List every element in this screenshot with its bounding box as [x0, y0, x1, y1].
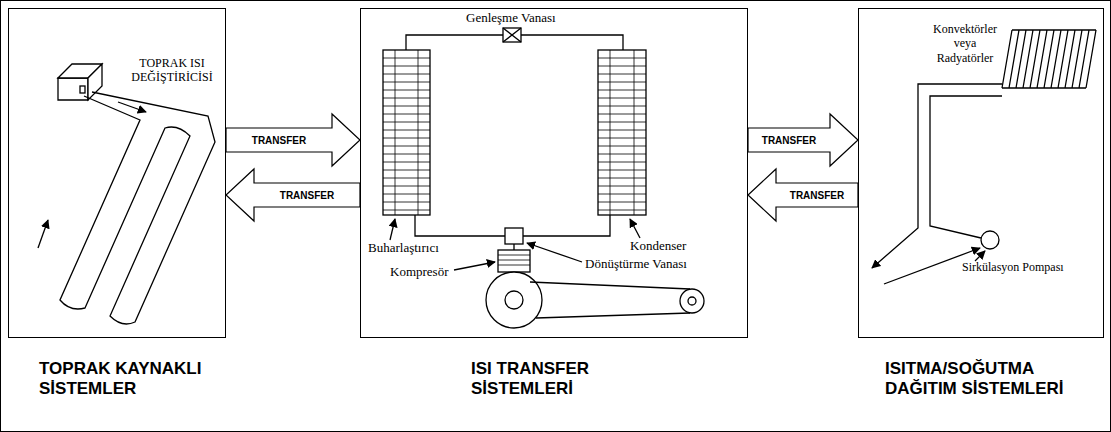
transfer-arrow [226, 169, 360, 221]
panel-heading: ISI TRANSFER SİSTEMLERİ [471, 359, 621, 400]
crank-hub [505, 291, 523, 309]
evaporator-coil [383, 50, 430, 215]
arrow-label: TRANSFER [279, 190, 335, 201]
panel-heading: TOPRAK KAYNAKLI SİSTEMLER [39, 359, 239, 400]
circulation-pump [981, 231, 999, 249]
transfer-arrow [226, 114, 360, 166]
compressor-body [498, 250, 530, 272]
part-label: Konvektörler veya Radyatörler [925, 22, 1005, 65]
distribution [872, 30, 1096, 284]
part-label: TOPRAK ISI DEĞİŞTİRİCİSİ [120, 56, 224, 85]
leader-line [454, 262, 495, 270]
transfer-arrow [748, 114, 858, 166]
connecting-rod [530, 282, 690, 318]
transfer-arrow [748, 169, 858, 221]
ground-loop [38, 64, 215, 324]
reversing-valve [505, 228, 523, 244]
arrow-label: TRANSFER [251, 135, 307, 146]
part-label: Kondenser [630, 238, 686, 254]
panel-heading: ISITMA/SOĞUTMA DAĞITIM SİSTEMLERİ [885, 359, 1085, 400]
radiator [1002, 30, 1096, 88]
crank-pin-hub [688, 297, 696, 305]
expansion-valve [503, 28, 521, 42]
flow-arrow [38, 220, 48, 248]
house-front [58, 78, 88, 100]
pipe [415, 215, 610, 250]
condenser-coil [598, 50, 646, 215]
heat-pump [383, 28, 704, 328]
coil-fins [598, 50, 646, 215]
leader-line [527, 243, 582, 262]
part-label: Kompresör [390, 264, 449, 280]
house-port [80, 86, 85, 93]
part-label: Buharlaştırıcı [368, 240, 439, 256]
valve-cross [503, 28, 521, 42]
compressor-rings [498, 255, 530, 265]
return-pipe [872, 84, 1002, 268]
leader-line [390, 219, 395, 240]
ground-pipe [60, 92, 215, 324]
part-label: Genleşme Vanası [466, 10, 556, 26]
house-side [88, 64, 102, 100]
part-label: Sirkülasyon Pompası [962, 260, 1064, 274]
crank-wheel [486, 272, 542, 328]
arrow-label: TRANSFER [789, 190, 845, 201]
flow-arrow [118, 102, 146, 112]
coil-fins [383, 50, 430, 215]
system-panel: ISI TRANSFER SİSTEMLERİ [360, 8, 748, 338]
leader-line [630, 219, 640, 238]
arrow-label: TRANSFER [761, 135, 817, 146]
supply-pipe [930, 96, 1002, 238]
crank-pin [680, 289, 704, 313]
leader-line [975, 251, 985, 261]
part-label: Dönüştürme Vanası [585, 256, 687, 272]
